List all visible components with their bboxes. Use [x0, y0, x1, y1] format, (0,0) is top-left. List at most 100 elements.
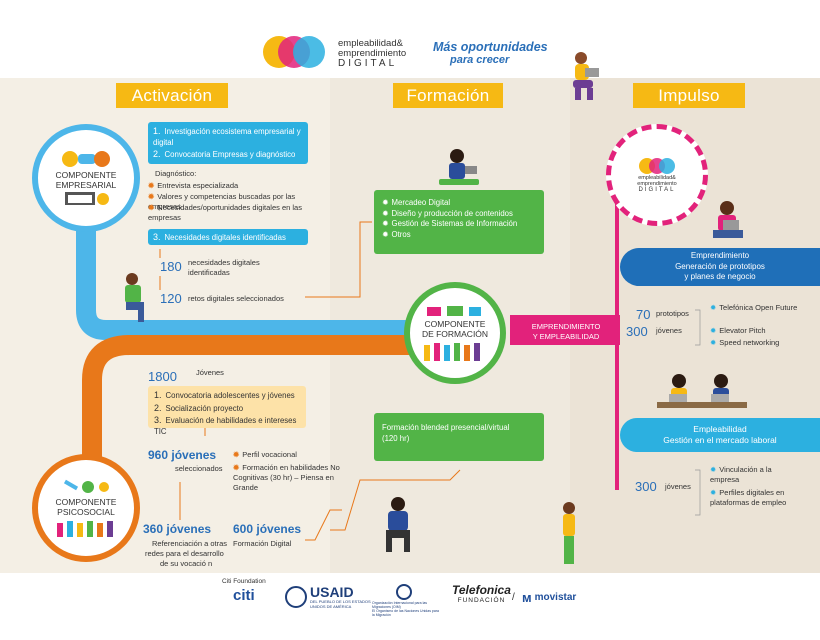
empl-item-text: Vinculación a la empresa	[710, 465, 772, 484]
prototipos-text: prototipos	[656, 309, 689, 318]
emp-jovenes-number: 300	[626, 324, 648, 339]
topic-item: ✹Mercadeo Digital	[382, 198, 451, 207]
circle-brand-1: empleabilidad&	[638, 175, 676, 181]
footer	[0, 573, 820, 640]
diagnostico-item-text: Valores y competencias buscadas por las …	[148, 192, 296, 211]
empl-item: ✹Vinculación a la empresa	[710, 465, 772, 484]
usaid-sub-2: UNIDOS DE AMÉRICA	[310, 604, 352, 609]
psicosocial-step-text: Socialización proyecto	[165, 403, 244, 413]
phase-impulso: Impulso	[633, 83, 745, 108]
referral-line-2: redes para el desarrollo	[145, 549, 224, 558]
tagline-1: Más oportunidades	[433, 40, 548, 54]
empl-item: ✹Perfiles digitales en plataformas de em…	[710, 488, 787, 507]
psicosocial-step-number: 2.	[154, 402, 162, 413]
telefonica-logo: Telefonica FUNDACIÓN	[452, 583, 511, 604]
step-3-text: Necesidades digitales identificadas	[164, 233, 286, 242]
empl-jovenes-number: 300	[635, 479, 657, 494]
blended-line-2: (120 hr)	[382, 433, 410, 443]
diagnostico-title: Diagnóstico:	[155, 169, 197, 178]
componente-formacion-label-2: DE FORMACIÓN	[421, 329, 489, 339]
componente-psicosocial-circle: COMPONENTE PSICOSOCIAL	[32, 454, 140, 562]
topic-text: Gestión de Sistemas de Información	[391, 219, 518, 229]
stat-180-number: 180	[160, 259, 182, 274]
usaid-seal-icon	[285, 586, 307, 608]
circle-brand-2: emprendimiento	[637, 181, 677, 187]
stat-180-text: necesidades digitales identificadas	[188, 258, 260, 277]
diagnostico-item: ✹Valores y competencias buscadas por las…	[148, 192, 296, 211]
perfil-vocacional: ✹Perfil vocacional	[233, 450, 297, 459]
logo-mark	[262, 35, 334, 69]
psicosocial-step-text: Convocatoria adolescentes y jóvenes	[165, 391, 295, 400]
usaid-sub-1: DEL PUEBLO DE LOS ESTADOS	[310, 599, 371, 604]
topic-text: Diseño y producción de contenidos	[391, 208, 513, 218]
oim-seal-icon	[396, 584, 412, 600]
citi-foundation-text: Citi Foundation	[222, 578, 266, 585]
componente-empresarial-label-2: EMPRESARIAL	[55, 180, 117, 190]
diagnostico-item-text: Entrevista especializada	[157, 181, 239, 190]
person-laptop-illustration	[565, 50, 605, 110]
step-1-number: 1.	[153, 126, 161, 136]
jovenes-1800-number: 1800	[148, 369, 177, 384]
emp-item: ✹Telefónica Open Future	[710, 303, 798, 312]
componente-empresarial-circle: COMPONENTE EMPRESARIAL	[32, 124, 140, 232]
brand-line-3: DIGITAL	[338, 58, 398, 69]
emprendimiento-empleabilidad-banner: EMPRENDIMIENTO Y EMPLEABILIDAD	[512, 320, 620, 344]
circle-brand-3: DIGITAL	[638, 187, 676, 193]
laptop-chart-icon	[65, 192, 109, 206]
stat-120-text: retos digitales seleccionados	[188, 294, 284, 303]
psicosocial-step: 3.Evaluación de habilidades e intereses …	[154, 414, 300, 437]
person-standing-illustration	[555, 500, 585, 575]
phase-formacion: Formación	[393, 83, 503, 108]
perfil-vocacional-text: Perfil vocacional	[242, 450, 297, 459]
empleabilidad-banner: Empleabilidad Gestión en el mercado labo…	[620, 418, 820, 452]
oim-logo: Organización Internacional para las Migr…	[372, 584, 442, 617]
topic-item: ✹Otros	[382, 229, 411, 239]
usaid-text: USAID	[310, 584, 354, 600]
movistar-text: movistar	[534, 592, 577, 603]
emp-item-text: Telefónica Open Future	[719, 303, 798, 312]
separator: /	[512, 592, 515, 603]
phase-activacion: Activación	[116, 83, 228, 108]
empleabilidad-title-2: Gestión en el mercado laboral	[663, 435, 777, 445]
topic-item: ✹Diseño y producción de contenidos	[382, 208, 513, 218]
topic-item: ✹Gestión de Sistemas de Información	[382, 219, 518, 229]
students-group-icon	[424, 343, 480, 362]
psicosocial-step-number: 3.	[154, 415, 162, 426]
diagnostico-item: ✹Entrevista especializada	[148, 181, 239, 190]
stat-120-number: 120	[160, 291, 182, 306]
usaid-logo: USAID DEL PUEBLO DE LOS ESTADOS UNIDOS D…	[285, 585, 371, 609]
student-laptop-illustration	[435, 148, 485, 195]
telefonica-text: Telefonica	[452, 583, 511, 597]
oim-text-2: El Organismo de las Naciones Unidas para…	[372, 609, 439, 617]
entrepreneur-laptop-illustration	[705, 200, 751, 253]
empl-jovenes-text: jóvenes	[665, 482, 691, 491]
digital-600-number: 600 jóvenes	[233, 522, 302, 536]
impulso-brand-circle: empleabilidad& emprendimiento DIGITAL	[606, 124, 708, 226]
people-group-icon	[57, 521, 113, 538]
emp-item-text: Elevator Pitch	[719, 326, 766, 335]
emp-banner-line-1: EMPRENDIMIENTO	[531, 322, 601, 332]
psicosocial-step-text: Evaluación de habilidades e intereses TI…	[154, 416, 297, 436]
psicosocial-step: 2.Socialización proyecto	[154, 402, 300, 415]
formacion-habilidades: ✹Formación en habilidades No Cognitivas …	[233, 463, 340, 492]
componente-formacion-circle: COMPONENTE DE FORMACIÓN	[404, 282, 506, 384]
tagline-2: para crecer	[450, 54, 510, 66]
diagnostico-item-text: Necesidades/oportunidades digitales en l…	[148, 203, 302, 222]
emp-item: ✹Speed networking	[710, 338, 780, 347]
selected-960-text: seleccionados	[175, 464, 223, 473]
formacion-topics-box: ✹Mercadeo Digital ✹Diseño y producción d…	[374, 190, 544, 254]
step-3-box: 3.Necesidades digitales identificadas	[148, 229, 308, 245]
citi-foundation-logo: Citi Foundation citi	[222, 578, 266, 604]
emprendimiento-title-2: Generación de prototipos	[675, 261, 765, 271]
empl-item-text: Perfiles digitales en plataformas de emp…	[710, 488, 787, 507]
movistar-logo: ᴍ movistar	[522, 590, 576, 605]
componente-psicosocial-label-2: PSICOSOCIAL	[57, 507, 115, 517]
emp-item: ✹Elevator Pitch	[710, 326, 766, 335]
oim-text-1: Organización Internacional para las Migr…	[372, 601, 428, 609]
brand-mark-icon	[639, 158, 675, 174]
emp-item-text: Speed networking	[719, 338, 780, 347]
prototipos-number: 70	[636, 307, 651, 322]
brand-line-2: emprendimiento	[338, 48, 407, 59]
digital-600-text: Formación Digital	[233, 539, 292, 548]
psicosocial-steps-box: 1.Convocatoria adolescentes y jóvenes 2.…	[148, 386, 306, 436]
